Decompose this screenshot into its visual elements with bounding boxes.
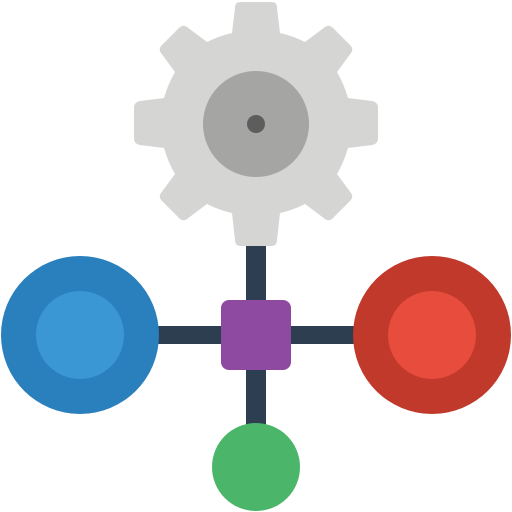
- connector-line-top: [246, 238, 266, 302]
- connector-line-bottom: [246, 368, 266, 430]
- node-bottom: [212, 423, 300, 511]
- node-right-inner: [388, 291, 476, 379]
- node-left-inner: [36, 291, 124, 379]
- connector-lines: [150, 238, 362, 430]
- node-left: [1, 256, 159, 414]
- connector-line-right: [288, 326, 362, 344]
- gear-axle: [247, 115, 265, 133]
- node-right: [353, 256, 511, 414]
- connector-line-left: [150, 326, 224, 344]
- gear-icon: [134, 2, 378, 246]
- hub-square: [221, 300, 291, 370]
